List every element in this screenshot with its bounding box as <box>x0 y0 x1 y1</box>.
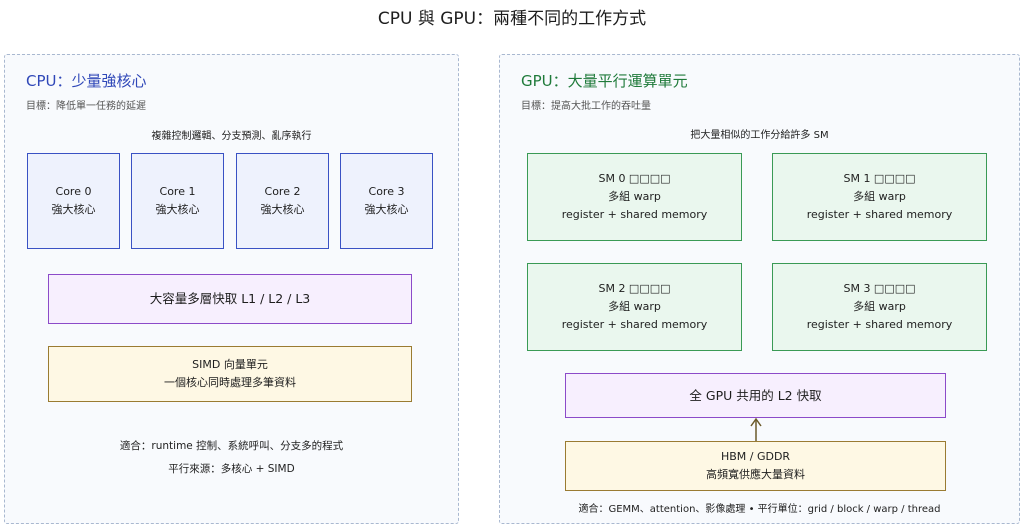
simd-title: SIMD 向量單元 <box>192 358 268 371</box>
cpu-core-0: Core 0 強大核心 <box>27 153 120 249</box>
cpu-core-2: Core 2 強大核心 <box>236 153 329 249</box>
gpu-hbm-box: HBM / GDDR 高頻寬供應大量資料 <box>565 441 946 491</box>
sm-warp: 多組 warp <box>853 190 906 203</box>
sm-name: SM 0 □□□□ <box>598 172 671 185</box>
sm-warp: 多組 warp <box>608 190 661 203</box>
sm-memory: register + shared memory <box>561 208 708 221</box>
gpu-sm-1: SM 1 □□□□ 多組 warp register + shared memo… <box>772 153 987 241</box>
hbm-desc: 高頻寬供應大量資料 <box>706 468 805 481</box>
sm-warp: 多組 warp <box>608 300 661 313</box>
sm-memory: register + shared memory <box>561 318 708 331</box>
core-name: Core 0 <box>55 185 92 198</box>
cpu-panel-title: CPU：少量強核心 <box>26 72 147 90</box>
gpu-footer: 適合：GEMM、attention、影像處理 • 平行單位：grid / blo… <box>578 504 941 515</box>
gpu-l2-cache-box: 全 GPU 共用的 L2 快取 <box>565 373 946 418</box>
core-name: Core 2 <box>264 185 301 198</box>
diagram-title: CPU 與 GPU：兩種不同的工作方式 <box>377 9 647 29</box>
gpu-panel-title: GPU：大量平行運算單元 <box>521 72 688 90</box>
gpu-caption: 把大量相似的工作分給許多 SM <box>690 130 829 141</box>
cpu-core-1: Core 1 強大核心 <box>131 153 224 249</box>
sm-name: SM 1 □□□□ <box>843 172 916 185</box>
gpu-sm-2: SM 2 □□□□ 多組 warp register + shared memo… <box>527 263 742 351</box>
cpu-panel-subtitle: 目標：降低單一任務的延遲 <box>26 101 146 112</box>
cpu-footer-use: 適合：runtime 控制、系統呼叫、分支多的程式 <box>119 440 344 452</box>
core-desc: 強大核心 <box>155 203 200 216</box>
core-desc: 強大核心 <box>260 203 305 216</box>
simd-desc: 一個核心同時處理多筆資料 <box>164 376 296 389</box>
core-name: Core 1 <box>159 185 196 198</box>
sm-warp: 多組 warp <box>853 300 906 313</box>
cpu-caption: 複雜控制邏輯、分支預測、亂序執行 <box>151 131 312 142</box>
hbm-title: HBM / GDDR <box>720 450 791 463</box>
gpu-sm-0: SM 0 □□□□ 多組 warp register + shared memo… <box>527 153 742 241</box>
memory-to-cache-arrow <box>750 417 762 443</box>
cpu-core-3: Core 3 強大核心 <box>340 153 433 249</box>
cpu-cache-box: 大容量多層快取 L1 / L2 / L3 <box>48 274 412 324</box>
sm-memory: register + shared memory <box>806 318 953 331</box>
cpu-footer-parallel: 平行來源：多核心 + SIMD <box>168 463 295 475</box>
core-name: Core 3 <box>368 185 405 198</box>
core-desc: 強大核心 <box>364 203 409 216</box>
sm-name: SM 2 □□□□ <box>598 282 671 295</box>
cpu-simd-box: SIMD 向量單元 一個核心同時處理多筆資料 <box>48 346 412 402</box>
sm-name: SM 3 □□□□ <box>843 282 916 295</box>
gpu-panel-subtitle: 目標：提高大批工作的吞吐量 <box>521 101 651 112</box>
gpu-sm-3: SM 3 □□□□ 多組 warp register + shared memo… <box>772 263 987 351</box>
core-desc: 強大核心 <box>51 203 96 216</box>
sm-memory: register + shared memory <box>806 208 953 221</box>
